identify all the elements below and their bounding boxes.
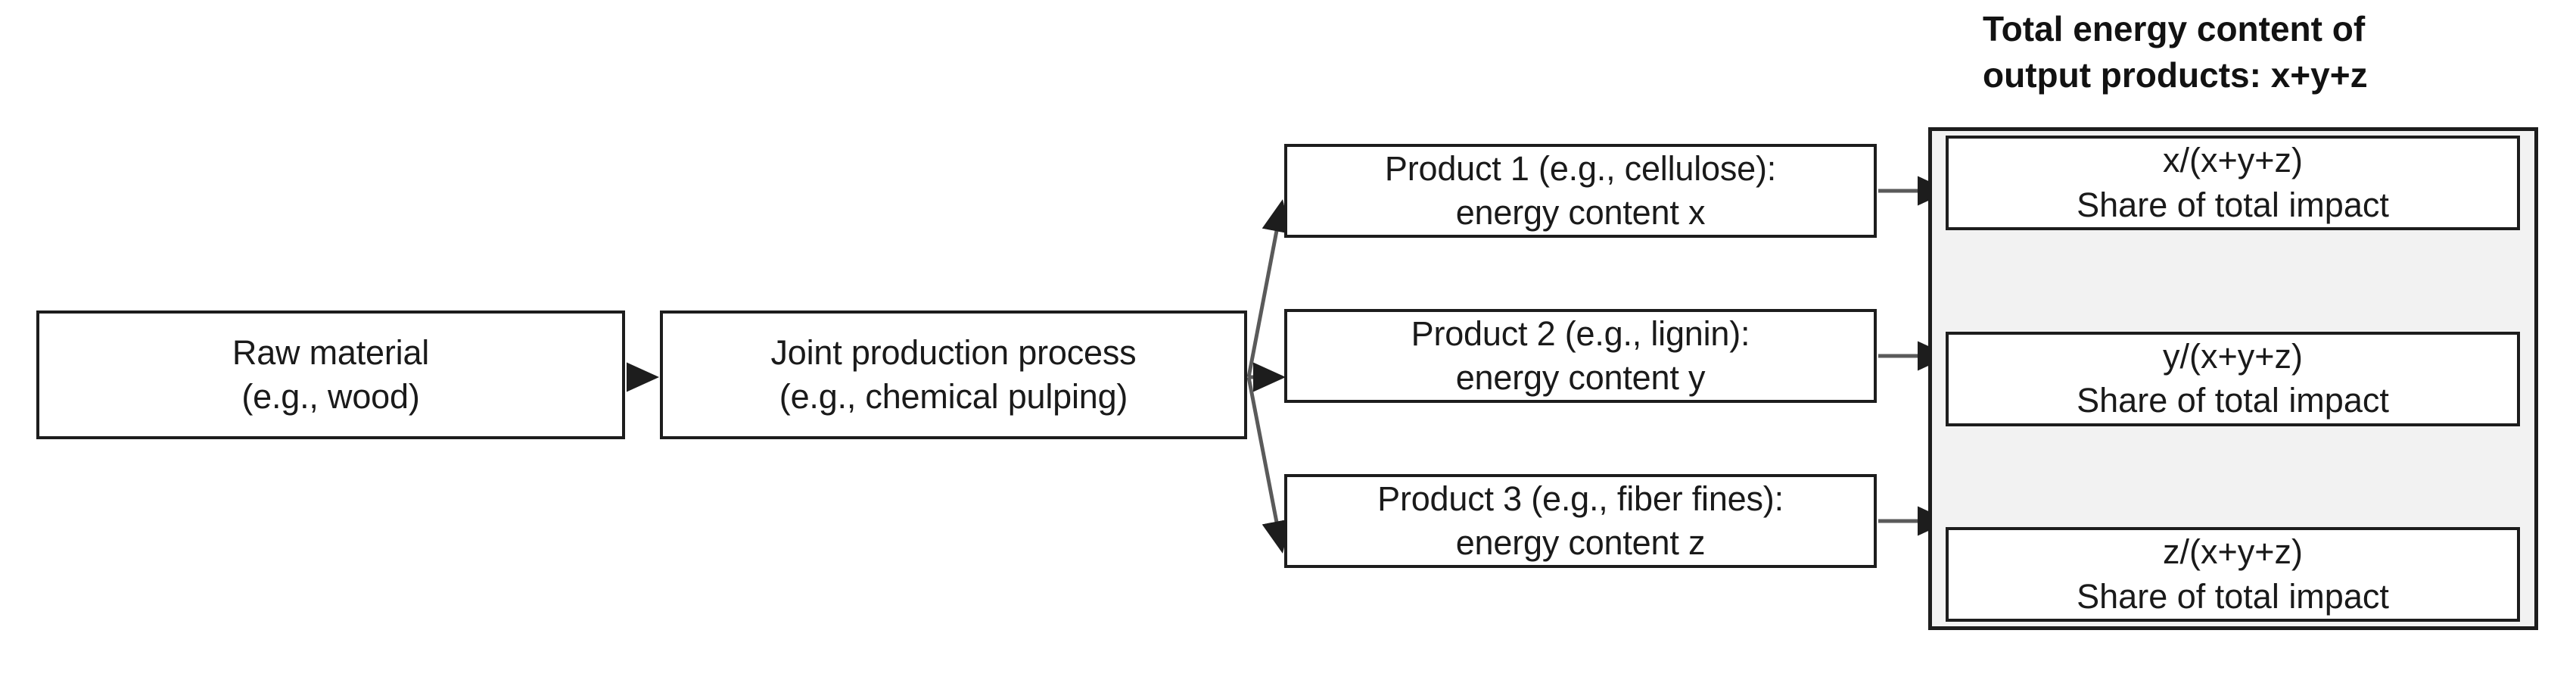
node-joint-production-process-line2: (e.g., chemical pulping) <box>779 377 1128 416</box>
node-product-1-line2: energy content x <box>1455 193 1706 232</box>
node-product-1[interactable]: Product 1 (e.g., cellulose): energy cont… <box>1284 144 1877 238</box>
node-product-3-line2: energy content z <box>1455 523 1706 562</box>
node-product-2-line2: energy content y <box>1455 358 1706 397</box>
node-share-3-formula: z/(x+y+z) <box>2162 532 2304 571</box>
node-product-2-line1: Product 2 (e.g., lignin): <box>1411 314 1750 353</box>
node-raw-material-line1: Raw material <box>232 332 430 372</box>
node-product-3-line1: Product 3 (e.g., fiber fines): <box>1377 479 1784 518</box>
node-share-2-formula: y/(x+y+z) <box>2162 336 2304 376</box>
allocation-container: x/(x+y+z) Share of total impact y/(x+y+z… <box>1928 127 2538 630</box>
node-raw-material[interactable]: Raw material (e.g., wood) <box>36 310 625 439</box>
edge-process-to-product1 <box>1246 199 1292 378</box>
allocation-container-title: Total energy content of output products:… <box>1983 6 2558 98</box>
allocation-container-title-line2: output products: x+y+z <box>1983 55 2368 95</box>
node-product-3[interactable]: Product 3 (e.g., fiber fines): energy co… <box>1284 474 1877 568</box>
node-joint-production-process-line1: Joint production process <box>770 332 1137 372</box>
node-share-3-label: Share of total impact <box>2077 576 2389 616</box>
node-share-2-label: Share of total impact <box>2077 381 2389 420</box>
allocation-container-title-line1: Total energy content of <box>1983 9 2366 48</box>
node-share-1[interactable]: x/(x+y+z) Share of total impact <box>1946 136 2520 230</box>
node-product-1-line1: Product 1 (e.g., cellulose): <box>1384 148 1777 188</box>
node-share-1-formula: x/(x+y+z) <box>2162 141 2304 179</box>
node-share-2[interactable]: y/(x+y+z) Share of total impact <box>1946 331 2520 426</box>
node-share-1-label: Share of total impact <box>2077 185 2389 224</box>
node-joint-production-process[interactable]: Joint production process (e.g., chemical… <box>660 310 1247 439</box>
node-share-3[interactable]: z/(x+y+z) Share of total impact <box>1946 527 2520 622</box>
node-raw-material-line2: (e.g., wood) <box>241 377 420 416</box>
node-product-2[interactable]: Product 2 (e.g., lignin): energy content… <box>1284 309 1877 403</box>
edge-process-to-product3 <box>1246 376 1291 554</box>
